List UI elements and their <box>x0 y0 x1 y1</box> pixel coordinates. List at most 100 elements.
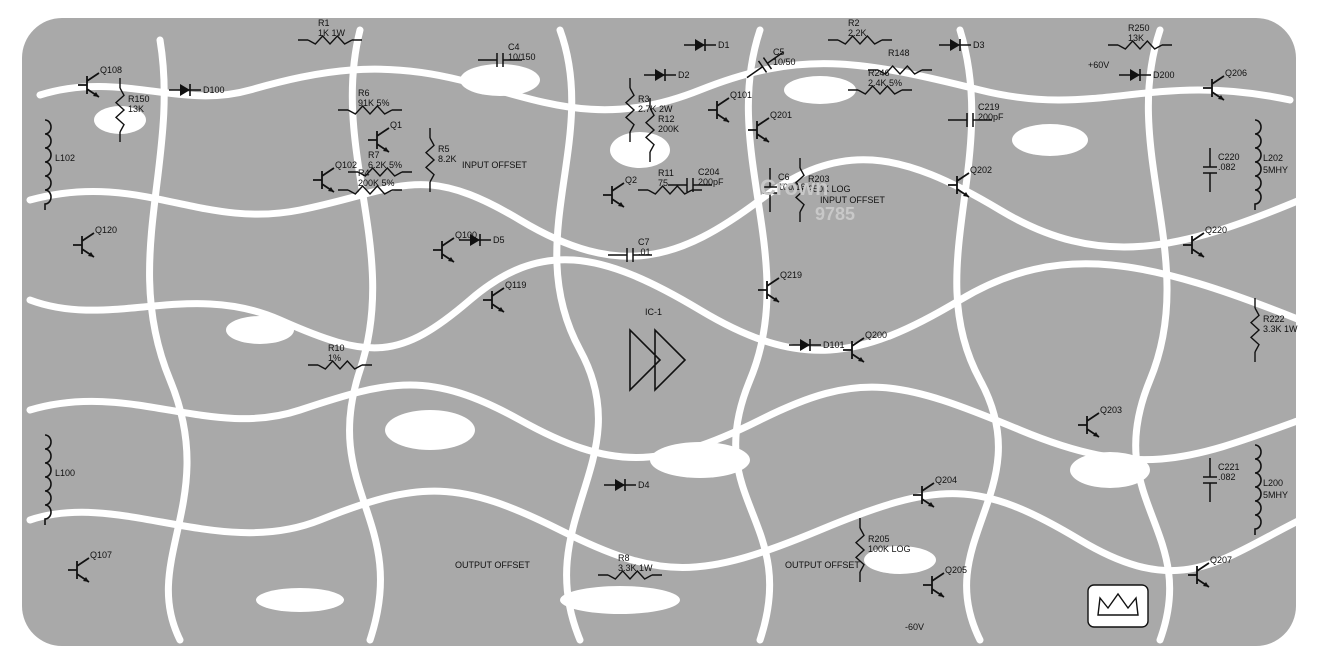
transistor-ref-label: Q220 <box>1205 225 1227 235</box>
capacitor-value-label: 10/150 <box>508 52 536 62</box>
inductor-l200 <box>1254 444 1262 535</box>
transistor-ref-label: Q204 <box>935 475 957 485</box>
transistor-ref-label: Q203 <box>1100 405 1122 415</box>
capacitor-value-label: .082 <box>1218 162 1236 172</box>
diode-ref-label: D5 <box>493 235 505 245</box>
resistor-value-label: 1K 1W <box>318 28 346 38</box>
isolation-channel <box>553 26 602 644</box>
resistor-value-label: 13K <box>128 104 144 114</box>
resistor-value-label: 2.2K <box>848 28 867 38</box>
isolation-channel <box>26 381 1304 464</box>
capacitor-value-label: .082 <box>1218 472 1236 482</box>
diode-d200 <box>1119 69 1151 81</box>
inductor-l100 <box>44 434 52 525</box>
diode-ref-label: D3 <box>973 40 985 50</box>
inductor-ref-label: L200 <box>1263 478 1283 488</box>
transistor-q108 <box>78 72 100 98</box>
resistor-r7 <box>348 166 412 178</box>
resistor-value-label: 2.4K 5% <box>868 78 902 88</box>
capacitor-c204 <box>668 178 712 192</box>
diode-ref-label: D2 <box>678 70 690 80</box>
capacitor-c6 <box>763 168 777 212</box>
resistor-r5 <box>424 128 436 192</box>
offset-control-label: OUTPUT OFFSET <box>785 560 860 570</box>
resistor-ref-label: R150 <box>128 94 150 104</box>
transistor-ref-label: Q219 <box>780 270 802 280</box>
transistor-ref-label: Q200 <box>865 330 887 340</box>
resistor-ref-label: R8 <box>618 553 630 563</box>
resistor-ref-label: R3 <box>638 94 650 104</box>
capacitor-ref-label: C204 <box>698 167 720 177</box>
resistor-ref-label: R7 <box>368 150 380 160</box>
resistor-r1 <box>298 34 362 46</box>
capacitor-c220 <box>1203 148 1217 192</box>
transistor-q200 <box>843 337 865 363</box>
resistor-value-label: 2.7K 2W <box>638 104 673 114</box>
pcb-copper-layer <box>22 18 1304 646</box>
transistor-q120 <box>73 232 95 258</box>
capacitor-ref-label: C220 <box>1218 152 1240 162</box>
copper-void <box>864 546 936 574</box>
brand-logo-text: Crown <box>760 175 828 200</box>
capacitor-value-label: 200pF <box>698 177 724 187</box>
resistor-ref-label: R11 <box>658 168 674 178</box>
resistor-value-label: 1% <box>328 353 341 363</box>
diode-d5 <box>459 234 491 246</box>
capacitor-ref-label: C221 <box>1218 462 1240 472</box>
resistor-ref-label: R4 <box>358 168 370 178</box>
resistor-r148 <box>868 64 932 76</box>
copper-void <box>460 64 540 96</box>
offset-control-label: OUTPUT OFFSET <box>455 560 530 570</box>
isolation-channel <box>346 26 384 644</box>
inductor-l202 <box>1254 119 1262 210</box>
isolation-channel <box>146 36 191 644</box>
copper-void <box>650 442 750 478</box>
transistor-q102 <box>313 167 335 193</box>
transistor-ref-label: Q100 <box>455 230 477 240</box>
capacitor-value-label: 200pF <box>978 112 1004 122</box>
capacitor-c221 <box>1203 458 1217 502</box>
isolation-channel <box>953 26 1002 644</box>
transistor-ref-label: Q207 <box>1210 555 1232 565</box>
capacitor-ref-label: C219 <box>978 102 1000 112</box>
resistor-r6 <box>338 104 402 116</box>
transistor-ref-label: Q107 <box>90 550 112 560</box>
transistor-q100 <box>433 237 455 263</box>
diode-d101 <box>789 339 821 351</box>
capacitor-ref-label: C5 <box>773 47 785 57</box>
capacitor-c4 <box>478 53 522 67</box>
transistor-q2 <box>603 182 625 208</box>
copper-void <box>1070 452 1150 488</box>
resistor-r205 <box>854 518 866 582</box>
transistor-ref-label: Q2 <box>625 175 637 185</box>
capacitor-value-label: 10/50 <box>773 57 796 67</box>
positive-rail-label: +60V <box>1088 60 1109 70</box>
transistor-ref-label: Q119 <box>505 280 526 290</box>
negative-rail-label: -60V <box>905 622 924 632</box>
copper-void <box>256 588 344 612</box>
transistor-q204 <box>913 482 935 508</box>
resistor-r150 <box>114 78 126 142</box>
resistor-r222 <box>1249 298 1261 362</box>
capacitor-c219 <box>948 113 992 127</box>
resistor-ref-label: R148 <box>888 48 910 58</box>
resistor-value-label: 6.2K 5% <box>368 160 402 170</box>
ic-ref-label: IC-1 <box>645 307 662 317</box>
transistor-q202 <box>948 172 970 198</box>
diode-d4 <box>604 479 636 491</box>
transistor-ref-label: Q120 <box>95 225 117 235</box>
diode-d1 <box>684 39 716 51</box>
transistor-ref-label: Q202 <box>970 165 992 175</box>
inductor-ref-label: L102 <box>55 153 75 163</box>
isolation-channel <box>26 256 1304 354</box>
diode-ref-label: D100 <box>203 85 225 95</box>
capacitor-value-label: 100/16 <box>778 182 806 192</box>
transistor-q107 <box>68 557 90 583</box>
ic-1-opamp <box>629 328 687 392</box>
resistor-value-label: 75 <box>658 178 668 188</box>
inductor-ref-label: L100 <box>55 468 75 478</box>
resistor-r3 <box>624 78 636 142</box>
transistor-q203 <box>1078 412 1100 438</box>
